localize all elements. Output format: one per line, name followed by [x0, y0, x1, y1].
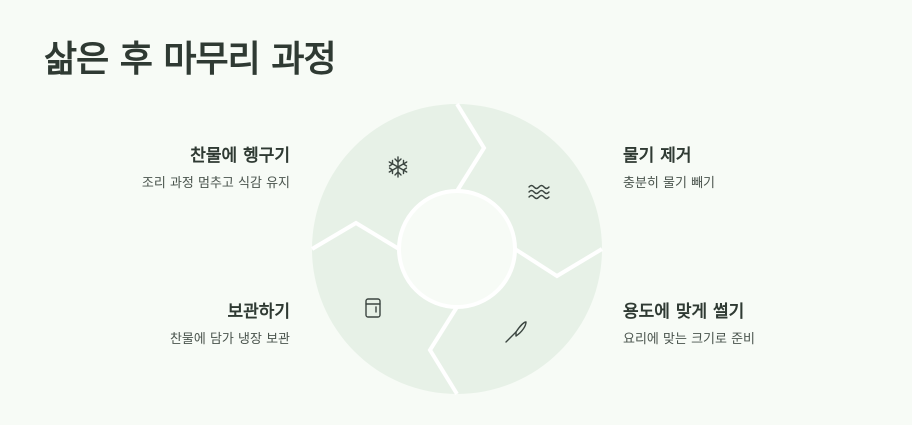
step-title: 찬물에 헹구기 [190, 146, 290, 166]
step-description: 충분히 물기 빼기 [623, 176, 715, 191]
separator-right [513, 247, 604, 279]
separator-top [455, 102, 487, 193]
step-rinse: 찬물에 헹구기 조리 과정 멈추고 식감 유지 [30, 146, 290, 192]
separator-bottom [427, 305, 459, 396]
step-store: 보관하기 찬물에 담가 냉장 보관 [30, 302, 290, 348]
water-waves-icon [528, 184, 550, 200]
step-drain: 물기 제거 충분히 물기 빼기 [623, 146, 883, 192]
knife-icon [505, 321, 527, 343]
page-title: 삶은 후 마무리 과정 [44, 39, 337, 80]
step-title: 보관하기 [227, 302, 290, 322]
step-slice: 용도에 맞게 썰기 요리에 맞는 크기로 준비 [623, 302, 883, 348]
step-description: 요리에 맞는 크기로 준비 [623, 332, 755, 347]
container-icon [365, 298, 381, 318]
step-title: 물기 제거 [623, 146, 692, 166]
ring-hole [397, 189, 517, 309]
snowflake-icon [388, 156, 408, 178]
ring [310, 102, 604, 396]
separator-left [310, 220, 401, 251]
step-description: 찬물에 담가 냉장 보관 [169, 332, 290, 347]
step-title: 용도에 맞게 썰기 [623, 302, 745, 322]
step-description: 조리 과정 멈추고 식감 유지 [141, 176, 290, 191]
